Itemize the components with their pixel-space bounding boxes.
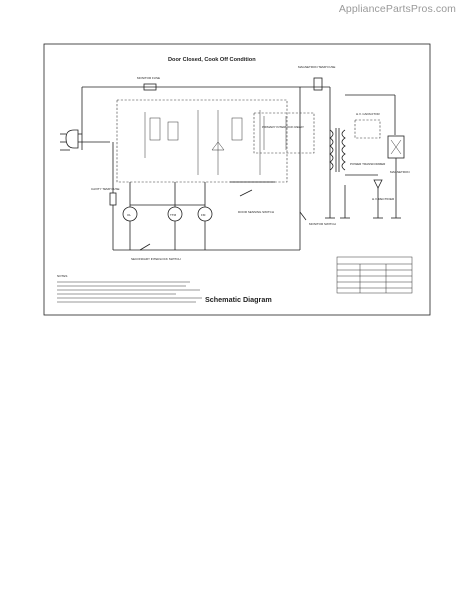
door-switch-label: DOOR SENSING SWITCH — [238, 210, 274, 214]
hv-rectifier-label: H.V. RECTIFIER — [372, 197, 395, 201]
door-sensing-switch — [239, 189, 253, 197]
cavity-temp-fuse — [109, 192, 117, 206]
hv-rectifier — [373, 179, 383, 189]
info-table — [336, 256, 413, 294]
diagram-title: Door Closed, Cook Off Condition — [168, 57, 256, 63]
notes-lines — [57, 281, 202, 303]
monitor-fuse — [143, 83, 157, 91]
transformer-secondary — [341, 129, 346, 171]
magnetron-temp-fuse — [313, 77, 323, 91]
relay-coil-2 — [167, 121, 179, 141]
hv-capacitor-label: H.V. CAPACITOR — [356, 112, 380, 116]
fan-motor-label: FM — [201, 213, 206, 217]
transformer-primary — [329, 129, 334, 171]
transformer-label: POWER TRANSFORMER — [350, 162, 386, 166]
monitor-switch-label: MONITOR SWITCH — [309, 222, 336, 226]
monitor-switch — [299, 211, 307, 221]
magnetron-label: MAGNETRON — [390, 170, 410, 174]
diagram-caption: Schematic Diagram — [205, 295, 272, 304]
secondary-switch-label: SECONDARY INTERLOCK SWITCH — [131, 257, 181, 261]
cavity-fuse-label: CAVITY TEMP FUSE — [91, 187, 119, 191]
diode — [211, 141, 225, 151]
secondary-interlock-switch — [139, 243, 151, 251]
turntable-motor-label: TTM — [170, 213, 177, 217]
monitor-fuse-label: MONITOR FUSE — [137, 76, 160, 80]
hv-capacitor — [354, 119, 381, 139]
power-plug — [65, 129, 79, 149]
diagram-border — [43, 43, 431, 316]
primary-relay-label: PRIMARY INTERLOCK RELAY — [262, 125, 304, 129]
notes-heading: NOTES — [57, 274, 67, 278]
relay-coil-1 — [149, 117, 161, 141]
magnetron-fuse-label: MAGNETRON TEMP FUSE — [298, 65, 335, 69]
oven-lamp-label: OL — [127, 213, 131, 217]
control-board-outline — [116, 99, 288, 183]
relay-coil-3 — [231, 117, 243, 141]
site-watermark: AppliancePartsPros.com — [338, 3, 456, 15]
